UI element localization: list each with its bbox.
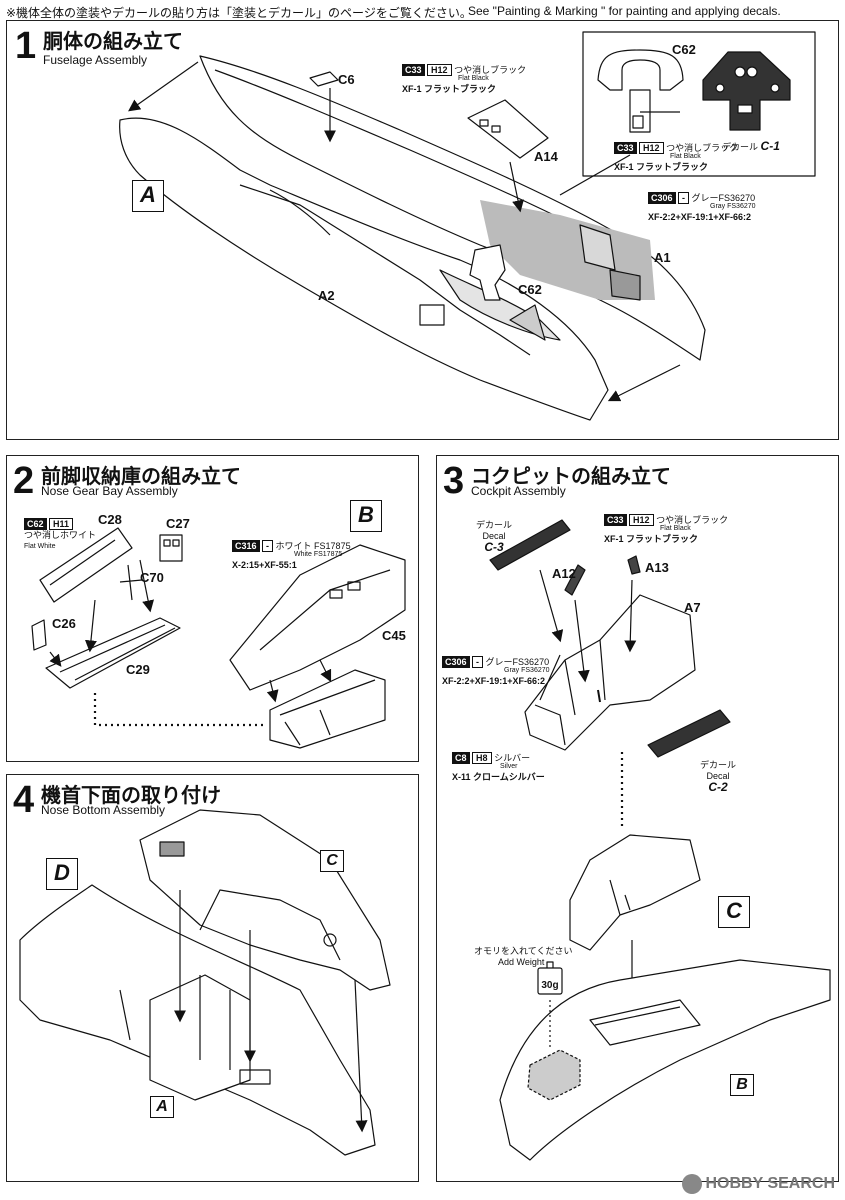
header-note-jp: ※機体全体の塗装やデカールの貼り方は「塗装とデカール」のページをご覧ください。 [6,6,472,20]
inset-label-c62: C62 [672,42,696,57]
part-c2-decal [647,709,731,758]
step4-title-en: Nose Bottom Assembly [41,803,166,817]
part-label-c28: C28 [98,512,122,527]
step1-title-jp: 胴体の組み立て [43,31,183,53]
part-c29-bay-floor [45,617,181,689]
weight-value: 30g [541,980,559,991]
step3-number: 3 [443,460,465,502]
part-c27-bracket [159,534,183,562]
part-label-a1: A1 [654,250,671,265]
color-c33-a14: C33 H12 つや消しブラック Flat Black XF-1 フラットブラッ… [402,64,527,94]
step3-title-jp: コクピットの組み立て [471,466,671,488]
dotted-guide-step2 [93,693,265,727]
step2-title-jp: 前脚収納庫の組み立て [41,466,241,488]
step4-number: 4 [13,779,35,821]
color-c306-a1: C306 - グレーFS36270 Gray FS36270 XF-2:2+XF… [648,192,756,222]
part-c45-nose-section [229,544,406,691]
inset-leader-line [559,154,631,196]
header-note-en: See "Painting & Marking " for painting a… [468,4,781,18]
watermark-logo-icon [681,1174,702,1194]
subassembly-letter-b: B [350,500,382,532]
part-b-nose-bottom [499,959,831,1161]
part-label-a2: A2 [318,288,335,303]
watermark: HOBBY SEARCH [681,1174,835,1194]
inset-instrument-panel [702,51,791,131]
subassembly-letter-c: C [718,896,750,928]
part-c6 [309,71,339,87]
subassembly-letter-d: D [46,858,78,890]
part-label-a14: A14 [534,149,558,164]
part-a7-tub [524,594,696,751]
color-c8-silver: C8 H8 シルバー Silver X-11 クロームシルバー [452,752,545,782]
part-a-fuselage-nose [19,884,376,1156]
part-label-c26: C26 [52,616,76,631]
part-label-c62: C62 [518,282,542,297]
step1-number: 1 [15,25,37,67]
part-c26 [31,619,47,651]
step2-title-en: Nose Gear Bay Assembly [41,484,178,498]
subassembly-letter-b-step3: B [730,1074,754,1096]
color-c33-a12: C33 H12 つや消しブラック Flat Black XF-1 フラットブラッ… [604,514,729,544]
part-label-c6: C6 [338,72,355,87]
part-c-upper-nose [139,809,391,991]
inset-c62-seat [597,49,684,133]
part-c70-strut [119,564,143,601]
subassembly-letter-c-step4: C [320,850,344,872]
color-c306-a7: C306 - グレーFS36270 Gray FS36270 XF-2:2+XF… [442,656,550,686]
part-label-c70: C70 [140,570,164,585]
part-c62-bulkhead [469,244,506,301]
color-c62-flat-white: C62 H11 つや消しホワイト Flat White [24,518,97,550]
part-label-c27: C27 [166,516,190,531]
step2-number: 2 [13,460,35,502]
subassembly-letter-a: A [132,180,164,212]
part-c-cockpit-complete [569,834,701,951]
part-label-c45: C45 [382,628,406,643]
subassembly-letter-a-step4: A [150,1096,174,1118]
part-c3-decal [489,519,571,571]
part-a13 [627,555,641,575]
part-nose-gear-bay-box [269,669,386,749]
step1-title-en: Fuselage Assembly [43,53,148,67]
weight-icon [537,967,563,995]
part-a14-panel [467,99,549,159]
step3-title-en: Cockpit Assembly [471,484,566,498]
part-a12-stick [564,564,586,596]
part-c28-door [39,527,133,603]
part-label-a13: A13 [645,560,669,575]
step4-title-jp: 機首下面の取り付け [41,785,221,807]
part-label-a7: A7 [684,600,701,615]
color-c33-inset: C33 H12 つや消しブラック Flat Black XF-1 フラットブラッ… [614,142,739,172]
part-label-c29: C29 [126,662,150,677]
decal-label-c1: デカール C-1 [722,139,780,153]
part-a2-fuselage-half [119,117,609,421]
color-c316-white: C316 - ホワイト FS17875 White FS17875 X-2:15… [232,540,351,570]
part-label-a12: A12 [552,566,576,581]
